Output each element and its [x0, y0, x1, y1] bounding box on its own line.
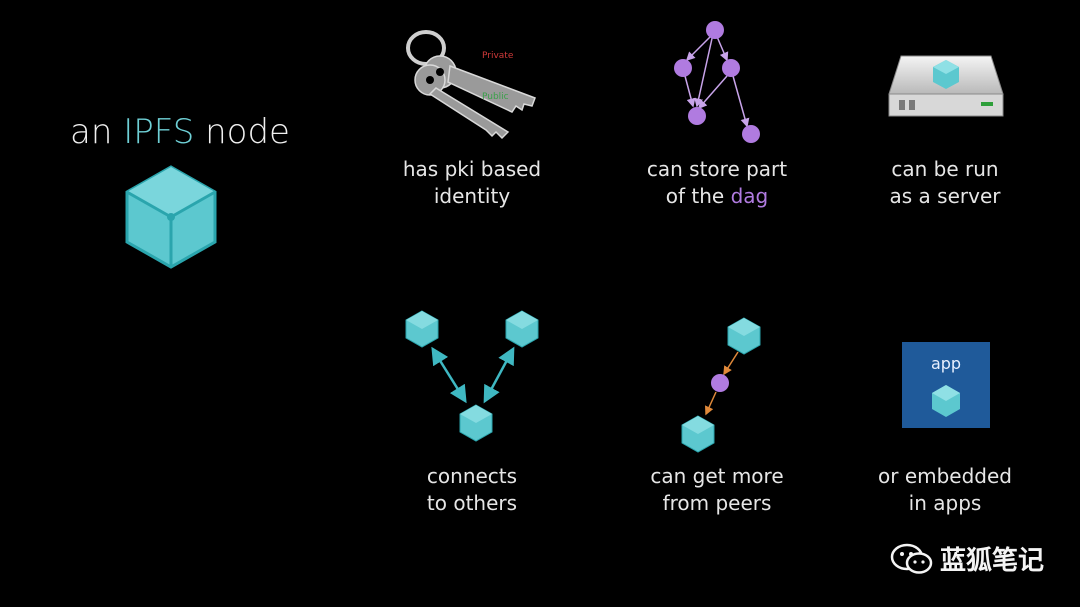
watermark: 蓝狐笔记	[890, 540, 1044, 577]
peer-cube-left-icon	[405, 310, 439, 348]
app-cube-icon	[932, 385, 960, 417]
feature-caption-server: can be run as a server	[889, 157, 1001, 208]
peer-fetch-icon	[681, 317, 761, 453]
public-key-label: Public	[482, 92, 509, 102]
wechat-icon	[890, 543, 933, 574]
title-prefix: an	[70, 112, 124, 152]
ipfs-cube-icon	[125, 165, 217, 269]
feature-caption-apps: or embedded in apps	[878, 464, 1012, 515]
network-icon	[405, 310, 539, 442]
private-key-label: Private	[482, 51, 514, 61]
feature-caption-identity: has pki based identity	[402, 157, 542, 208]
app-label: app	[930, 354, 962, 373]
watermark-text: 蓝狐笔记	[940, 546, 1045, 576]
title-accent: IPFS	[123, 112, 195, 152]
feature-caption-peers: can get more from peers	[650, 464, 784, 515]
feature-caption-dag: can store part of the dag	[646, 157, 788, 208]
dag-graph-icon	[674, 21, 760, 143]
page-title: an IPFS node	[70, 112, 290, 152]
peer-cube-right-icon	[505, 310, 539, 348]
keys-icon: Private Public	[406, 30, 536, 140]
server-icon	[888, 55, 1004, 117]
title-suffix: node	[194, 112, 290, 152]
node-cube-bottom-icon	[459, 404, 493, 442]
feature-caption-connects: connects to others	[426, 464, 518, 515]
